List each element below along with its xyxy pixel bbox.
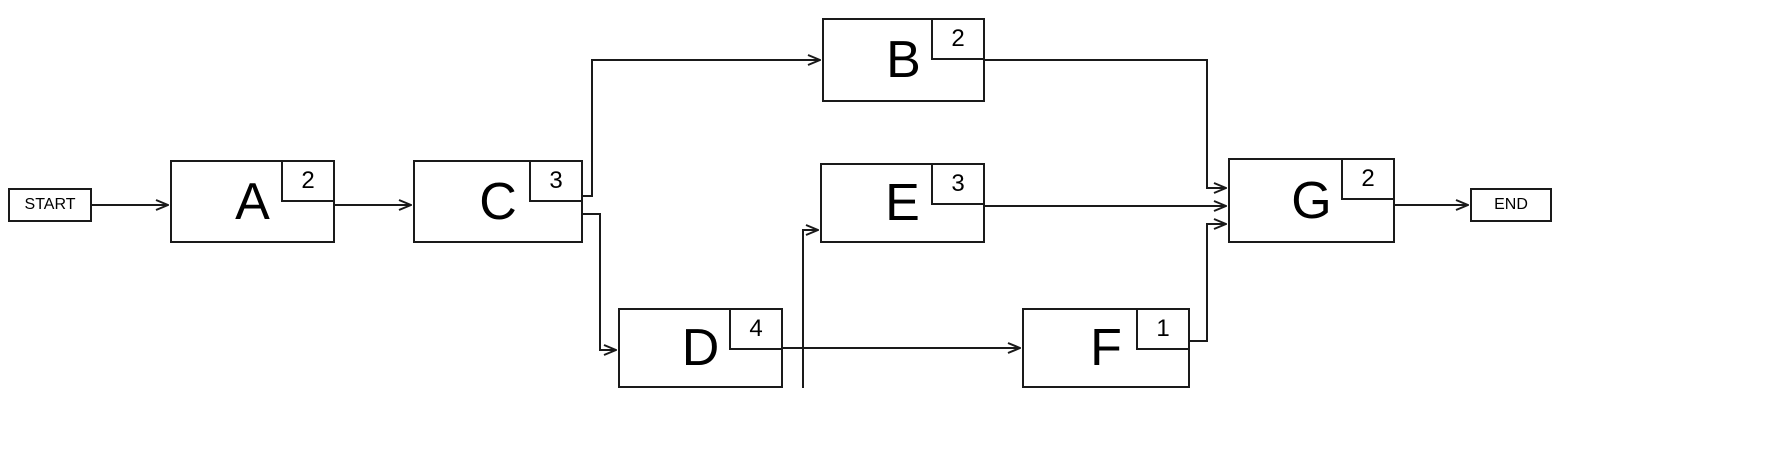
- node-c-label: C: [479, 172, 517, 231]
- node-g-label: G: [1291, 171, 1332, 230]
- node-a-duration-badge: 2: [281, 160, 335, 202]
- node-c-duration-badge: 3: [529, 160, 583, 202]
- node-d-label: D: [681, 319, 720, 377]
- terminal-end-label: END: [1494, 196, 1528, 213]
- node-e[interactable]: E 3: [820, 163, 985, 243]
- node-e-duration-value: 3: [951, 170, 965, 197]
- terminal-end[interactable]: END: [1470, 188, 1552, 222]
- node-f[interactable]: F 1: [1022, 308, 1190, 388]
- node-e-duration-badge: 3: [931, 163, 985, 205]
- terminal-start-label: START: [24, 196, 76, 213]
- edge-b-g: [985, 59, 1226, 188]
- node-d-duration-badge: 4: [729, 308, 783, 350]
- node-b[interactable]: B 2: [822, 18, 985, 102]
- node-a[interactable]: A 2: [170, 160, 335, 243]
- node-d-duration-value: 4: [749, 315, 763, 342]
- node-g-duration-value: 2: [1361, 165, 1375, 192]
- node-a-duration-value: 2: [301, 167, 315, 194]
- edge-c-d: [583, 213, 616, 350]
- node-c[interactable]: C 3: [413, 160, 583, 243]
- node-b-label: B: [886, 31, 921, 89]
- node-c-duration-value: 3: [549, 167, 563, 194]
- node-d[interactable]: D 4: [618, 308, 783, 388]
- node-a-label: A: [235, 172, 270, 231]
- terminal-start[interactable]: START: [8, 188, 92, 222]
- edge-f-g: [1190, 224, 1226, 342]
- node-f-label: F: [1090, 319, 1122, 377]
- edge-d-e: [802, 230, 818, 388]
- node-b-duration-badge: 2: [931, 18, 985, 60]
- edge-c-b: [583, 60, 820, 197]
- node-f-duration-badge: 1: [1136, 308, 1190, 350]
- node-f-duration-value: 1: [1156, 315, 1170, 342]
- node-g-duration-badge: 2: [1341, 158, 1395, 200]
- node-e-label: E: [885, 174, 920, 232]
- node-g[interactable]: G 2: [1228, 158, 1395, 243]
- node-b-duration-value: 2: [951, 25, 965, 52]
